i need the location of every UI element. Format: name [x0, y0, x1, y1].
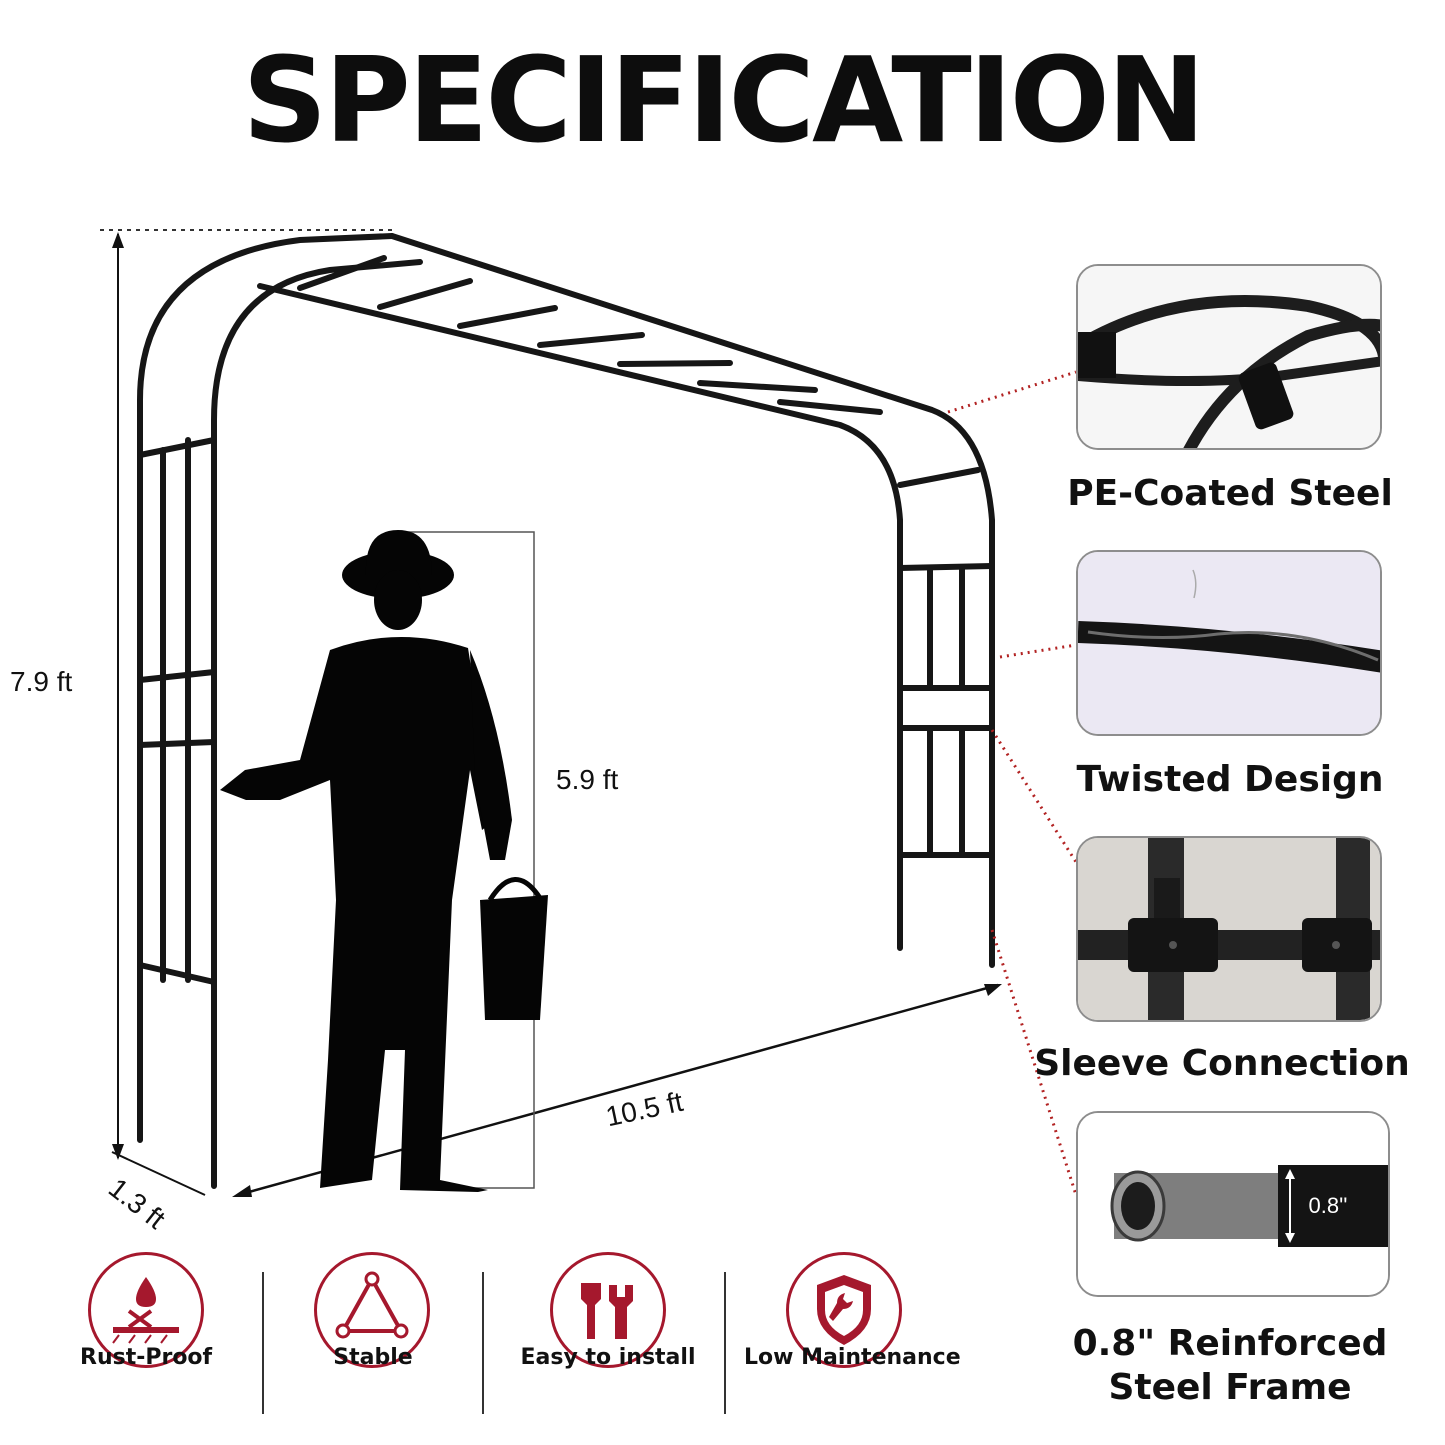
person-height-bracket — [395, 531, 535, 1189]
rust-proof-label: Rust-Proof — [80, 1345, 213, 1370]
sleeve-connection-label: Sleeve Connection — [1034, 1043, 1410, 1084]
stable-label: Stable — [333, 1345, 413, 1370]
rust-proof-icon — [88, 1252, 204, 1368]
pe-coated-steel-label: PE-Coated Steel — [1067, 473, 1393, 514]
leader-lines — [947, 370, 1078, 1196]
length-arrow-left — [232, 1185, 252, 1197]
tube-diameter-label: 0.8'' — [1309, 1193, 1348, 1218]
badge-divider — [724, 1272, 726, 1414]
twisted-design-label: Twisted Design — [1076, 759, 1384, 800]
shield-wrench-icon — [786, 1252, 902, 1368]
height-dimension-label: 7.9 ft — [10, 666, 73, 697]
height-arrow-top — [112, 232, 124, 248]
person-silhouette — [220, 530, 548, 1192]
arch-frame — [137, 233, 995, 1189]
reinforced-frame-label-line2: Steel Frame — [1108, 1367, 1352, 1408]
depth-arrow-line — [111, 1151, 206, 1196]
badge-divider — [262, 1272, 264, 1414]
tube-end-photo: 0.8'' — [1076, 1111, 1390, 1297]
tools-icon — [550, 1252, 666, 1368]
twisted-tube-photo — [1076, 550, 1382, 736]
badge-divider — [482, 1272, 484, 1414]
person-height-label: 5.9 ft — [556, 764, 619, 795]
pe-coated-steel-photo — [1076, 264, 1382, 450]
height-arrow-bottom — [112, 1144, 124, 1160]
reinforced-frame-label-line1: 0.8" Reinforced — [1072, 1323, 1388, 1364]
reinforced-frame-label: 0.8" Reinforced Steel Frame — [1040, 1322, 1420, 1410]
easy-install-label: Easy to install — [520, 1345, 696, 1370]
low-maintenance-label: Low Maintenance — [744, 1345, 961, 1370]
sleeve-connector-photo — [1076, 836, 1382, 1022]
triangle-stable-icon — [314, 1252, 430, 1368]
page-title: SPECIFICATION — [242, 31, 1205, 169]
length-arrow-right — [984, 984, 1002, 996]
